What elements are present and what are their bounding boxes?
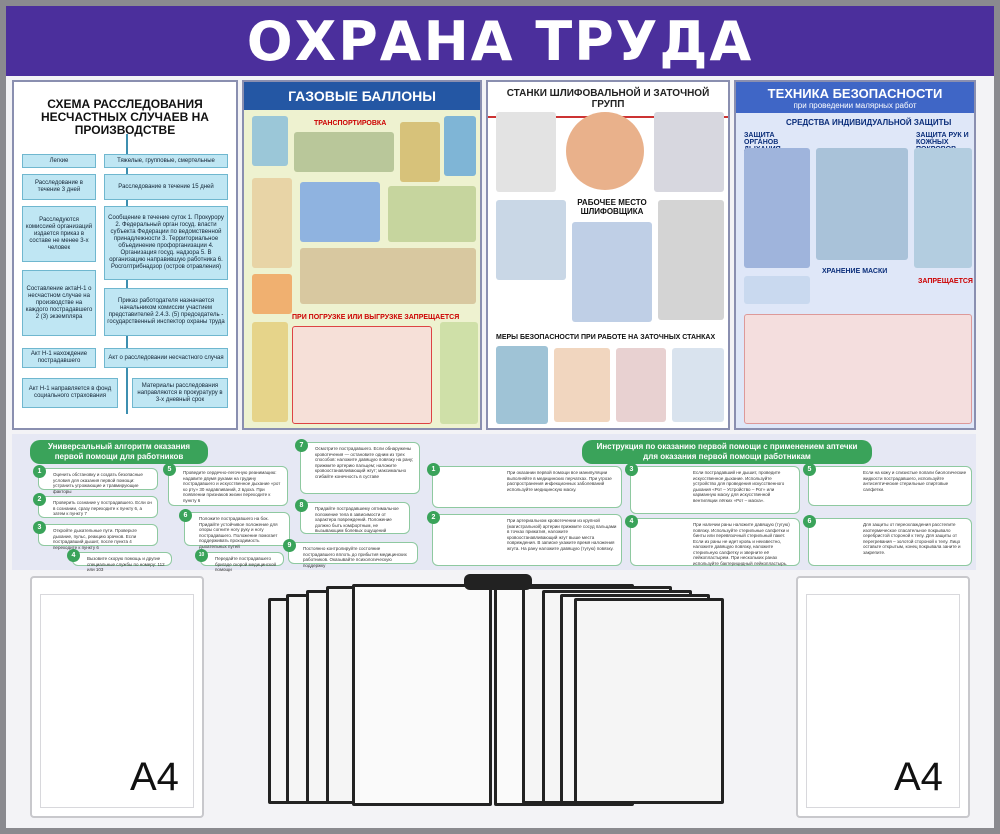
flow-box: Расследование в течение 3 дней (22, 174, 96, 200)
poster-subtitle: при проведении малярных работ (736, 101, 974, 113)
workers-illustration (300, 248, 476, 304)
worker-illustration (496, 200, 566, 280)
a4-pocket-right[interactable]: А4 (796, 576, 970, 818)
poster-subtitle: СРЕДСТВА ИНДИВИДУАЛЬНОЙ ЗАЩИТЫ (786, 118, 952, 127)
pocket-label: А4 (130, 755, 179, 799)
machine-illustration (496, 112, 556, 192)
header-bar: ОХРАНА ТРУДА (6, 6, 994, 76)
flow-box: Расследуются комиссией организаций издае… (22, 206, 96, 262)
cylinder-illustration (440, 322, 478, 424)
board-surface: ОХРАНА ТРУДА СХЕМА РАССЛЕДОВАНИЯ НЕСЧАСТ… (6, 6, 994, 828)
mask-illustration (744, 276, 810, 304)
prohibited-actions-panel (292, 326, 432, 424)
poster-subtitle: МЕРЫ БЕЗОПАСНОСТИ ПРИ РАБОТЕ НА ЗАТОЧНЫХ… (496, 334, 716, 341)
flow-box: Приказ работодателя назначается начальни… (104, 288, 228, 336)
cylinder-illustration (444, 116, 476, 176)
poster-title: ТЕХНИКА БЕЗОПАСНОСТИ (736, 82, 974, 101)
poster-grinding-machines[interactable]: СТАНКИ ШЛИФОВАЛЬНОЙ И ЗАТОЧНОЙ ГРУПП РАБ… (486, 80, 730, 430)
flip-panel-front-left[interactable] (352, 584, 492, 806)
flow-box: Легкие (22, 154, 96, 168)
poster-title: ГАЗОВЫЕ БАЛЛОНЫ (244, 82, 480, 110)
protective-suit-panel (744, 314, 972, 424)
flow-box: Акт Н-1 направляется в фонд социального … (22, 378, 118, 408)
cylinder-illustration (252, 322, 288, 422)
workplace-illustration (572, 222, 652, 322)
flow-box: Акт о расследовании несчастного случая (104, 348, 228, 368)
a4-pocket-left[interactable]: А4 (30, 576, 204, 818)
poster-subtitle: ПРИ ПОГРУЗКЕ ИЛИ ВЫГРУЗКЕ ЗАПРЕЩАЕТСЯ (292, 314, 460, 321)
flow-box: Материалы расследования направляются в п… (132, 378, 228, 408)
flow-box: Сообщение в течение суток 1. Прокурору 2… (104, 206, 228, 280)
gloves-illustration (914, 148, 972, 268)
flow-box: Расследование в течение 15 дней (104, 174, 228, 200)
cylinder-roll-illustration (300, 182, 380, 242)
flow-box: Составление актаН-1 о несчастном случае … (22, 270, 96, 336)
stand-hinge (464, 574, 532, 590)
first-aid-algorithm-title: Универсальный алгоритм оказания первой п… (30, 440, 208, 464)
first-aid-band: Универсальный алгоритм оказания первой п… (12, 434, 976, 572)
poster-subtitle: ТРАНСПОРТИРОВКА (314, 120, 387, 127)
respirator-illustration (744, 148, 810, 268)
poster-subtitle: ХРАНЕНИЕ МАСКИ (822, 268, 888, 275)
page-title: ОХРАНА ТРУДА (246, 9, 754, 73)
pocket-frame (40, 594, 194, 808)
pocket-label: А4 (894, 755, 943, 799)
grinding-wheel-illustration (566, 112, 644, 190)
flip-panel-stand[interactable] (268, 574, 728, 828)
hands-illustration (554, 348, 610, 422)
cylinder-illustration (252, 274, 292, 314)
painter-photo (816, 148, 908, 260)
poster-painting-safety[interactable]: ТЕХНИКА БЕЗОПАСНОСТИ при проведении маля… (734, 80, 976, 430)
poster-subtitle: ЗАПРЕЩАЕТСЯ (918, 278, 973, 285)
flow-box: Акт Н-1 нахождение пострадавшего (22, 348, 96, 368)
machine-illustration (496, 346, 548, 424)
warning-illustration (252, 178, 292, 268)
hands-illustration (672, 348, 724, 422)
cylinder-illustration (252, 116, 288, 166)
pocket-frame (806, 594, 960, 808)
storage-illustration (388, 186, 476, 242)
cylinder-illustration (400, 122, 440, 182)
poster-title: СХЕМА РАССЛЕДОВАНИЯ НЕСЧАСТНЫХ СЛУЧАЕВ Н… (41, 97, 209, 137)
machine-illustration (654, 112, 724, 192)
worker-illustration (658, 200, 724, 320)
poster-accident-investigation[interactable]: СХЕМА РАССЛЕДОВАНИЯ НЕСЧАСТНЫХ СЛУЧАЕВ Н… (12, 80, 238, 430)
hands-illustration (616, 348, 666, 422)
poster-gas-cylinders[interactable]: ГАЗОВЫЕ БАЛЛОНЫ ТРАНСПОРТИРОВКА ПРИ ПОГР… (242, 80, 482, 430)
flip-panel[interactable] (574, 598, 724, 804)
first-aid-kit-title: Инструкция по оказанию первой помощи с п… (582, 440, 872, 464)
poster-subtitle: РАБОЧЕЕ МЕСТО ШЛИФОВЩИКА (577, 198, 647, 216)
flow-box: Тяжелые, групповые, смертельные (104, 154, 228, 168)
truck-illustration (294, 132, 394, 172)
